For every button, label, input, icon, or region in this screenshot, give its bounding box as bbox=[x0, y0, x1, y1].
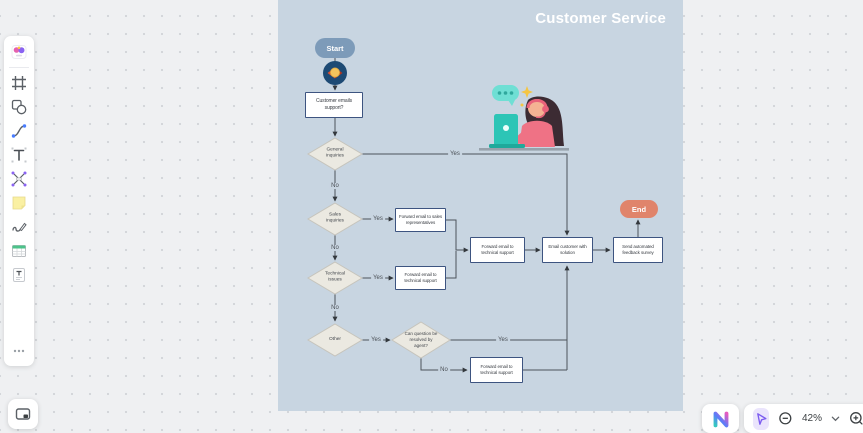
sticky-note-icon[interactable] bbox=[8, 193, 30, 213]
toggle-ui-button[interactable] bbox=[8, 399, 38, 429]
app-logo-icon bbox=[713, 411, 728, 427]
app-logo-button[interactable] bbox=[702, 404, 739, 433]
support-agent-illustration[interactable] bbox=[478, 80, 570, 153]
table-icon[interactable] bbox=[8, 241, 30, 261]
mindmap-icon[interactable] bbox=[8, 169, 30, 189]
toolbar-divider bbox=[9, 67, 29, 68]
cursor-icon bbox=[757, 412, 767, 425]
zoom-controls: 42% bbox=[744, 404, 863, 433]
decision-text-general: General inquiries bbox=[326, 147, 344, 159]
connector-label-no: No bbox=[329, 305, 341, 311]
toggle-ui-icon bbox=[15, 408, 31, 420]
board-frame[interactable]: Customer Service bbox=[278, 0, 683, 411]
connector-label-no: No bbox=[329, 245, 341, 251]
decision-general-inquiries[interactable] bbox=[307, 137, 363, 171]
decision-sales-inquiries[interactable] bbox=[307, 202, 363, 236]
pen-icon[interactable] bbox=[8, 217, 30, 237]
frame-title[interactable]: Customer Service bbox=[535, 10, 666, 27]
decision-text-other: Other bbox=[329, 336, 341, 342]
flow-node-end[interactable]: End bbox=[620, 200, 658, 218]
zoom-in-icon bbox=[850, 412, 863, 425]
email-badge-icon[interactable] bbox=[323, 61, 347, 85]
select-tool-button[interactable] bbox=[753, 407, 769, 430]
flow-node-forward-sales[interactable]: Forward email to sales representatives bbox=[395, 208, 446, 232]
decision-text-technical: Technical issues bbox=[325, 271, 345, 283]
connector-tool-icon[interactable] bbox=[8, 121, 30, 141]
flow-node-forward-tech-upper[interactable]: Forward email to technical support bbox=[395, 266, 446, 290]
connector-label-yes: Yes bbox=[496, 337, 510, 343]
decision-text-sales: Sales inquiries bbox=[326, 212, 344, 224]
connector-label-yes: Yes bbox=[448, 151, 462, 157]
flow-node-forward-tech-mid[interactable]: Forward email to technical support bbox=[470, 237, 525, 263]
decision-can-resolve[interactable] bbox=[391, 321, 451, 359]
zoom-out-button[interactable] bbox=[778, 411, 793, 426]
zoom-in-button[interactable] bbox=[849, 411, 863, 426]
frame-tool-icon[interactable] bbox=[8, 73, 30, 93]
document-icon[interactable] bbox=[8, 265, 30, 285]
more-tools-icon[interactable] bbox=[8, 341, 30, 361]
shapes-icon[interactable] bbox=[8, 97, 30, 117]
flow-node-send-survey[interactable]: Send automated feedback survey bbox=[613, 237, 663, 263]
connector-label-yes: Yes bbox=[371, 216, 385, 222]
connector-label-yes: Yes bbox=[369, 337, 383, 343]
chevron-down-icon bbox=[831, 416, 840, 421]
flow-node-forward-tech-bottom[interactable]: Forward email to technical support bbox=[470, 357, 523, 383]
zoom-out-icon bbox=[779, 412, 792, 425]
decision-other[interactable] bbox=[307, 323, 363, 357]
connector-label-no: No bbox=[438, 367, 450, 373]
flow-node-start[interactable]: Start bbox=[315, 38, 355, 58]
decision-technical-issues[interactable] bbox=[307, 261, 363, 295]
zoom-level-value[interactable]: 42% bbox=[802, 413, 823, 424]
flow-connectors bbox=[307, 58, 641, 373]
connector-label-yes: Yes bbox=[371, 275, 385, 281]
flow-node-email-customer[interactable]: Email customer with solution bbox=[542, 237, 593, 263]
decision-text-can-resolve: Can question be resolved by agent? bbox=[404, 330, 438, 349]
tools-sidebar bbox=[4, 36, 34, 366]
templates-icon[interactable] bbox=[8, 42, 30, 62]
flow-node-customer-emails[interactable]: Customer emails support? bbox=[305, 92, 363, 118]
text-tool-icon[interactable] bbox=[8, 145, 30, 165]
connector-label-no: No bbox=[329, 183, 341, 189]
zoom-dropdown-button[interactable] bbox=[831, 415, 840, 423]
